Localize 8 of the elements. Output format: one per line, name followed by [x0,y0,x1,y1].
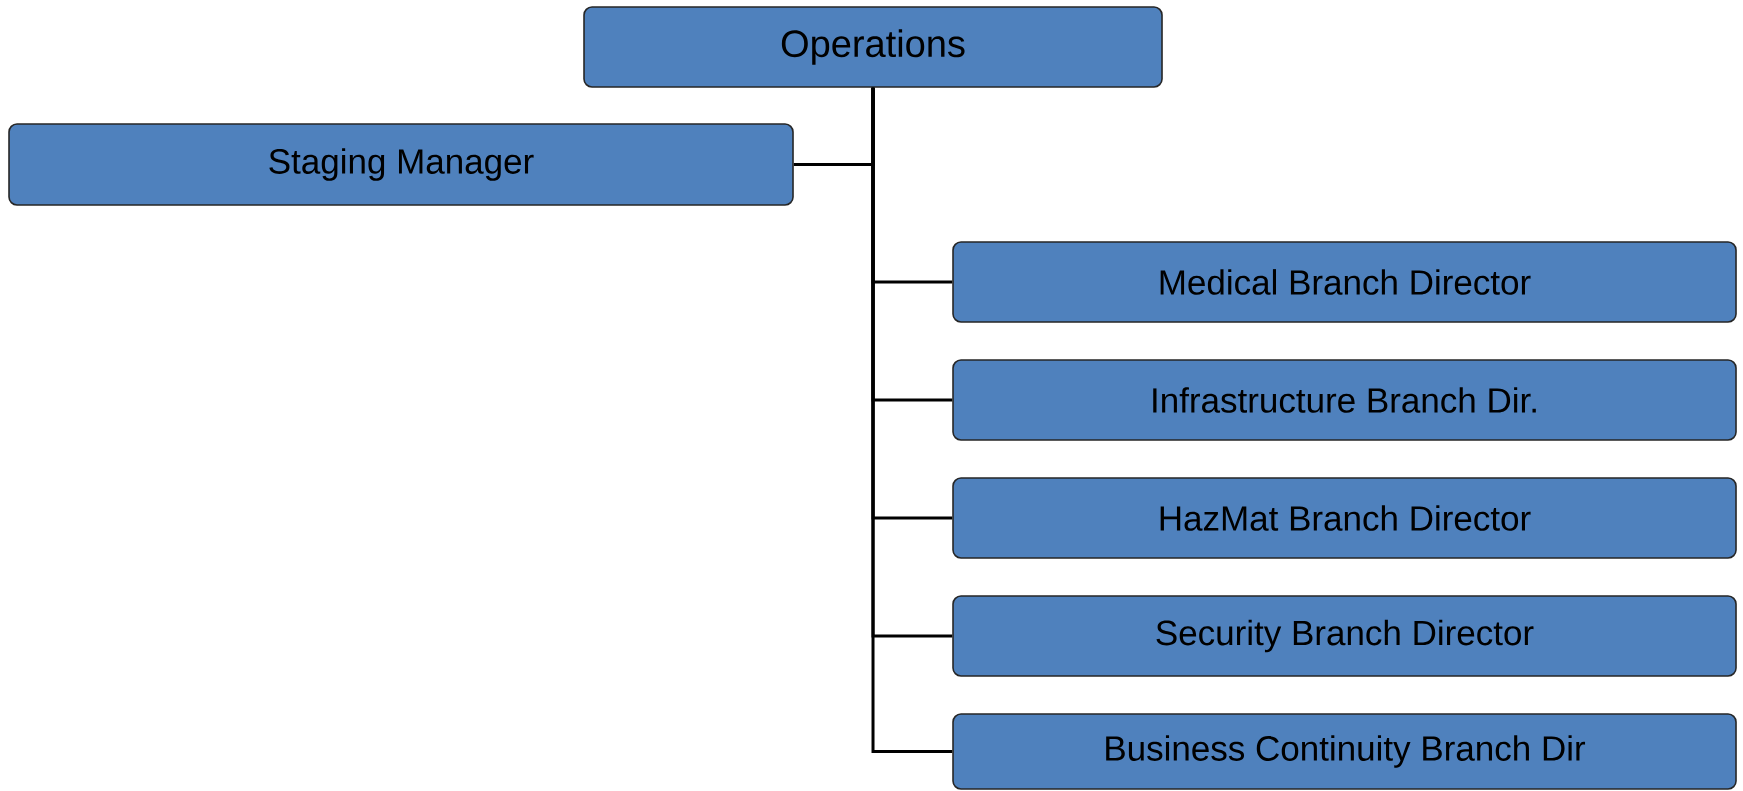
org-box: Operations [583,6,1163,88]
org-box: Medical Branch Director [952,241,1737,323]
org-box: Security Branch Director [952,595,1737,677]
org-box: Staging Manager [8,123,794,206]
org-box: Infrastructure Branch Dir. [952,359,1737,441]
org-box: Business Continuity Branch Dir [952,713,1737,790]
connector-line [871,87,953,753]
org-box: HazMat Branch Director [952,477,1737,559]
